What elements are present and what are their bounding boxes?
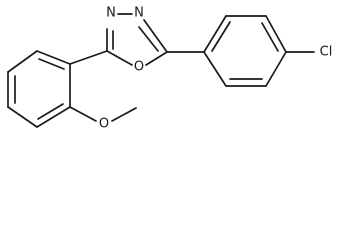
- bond-n4-c5-double: [138, 26, 159, 52]
- bond-o-methyl: [111, 107, 137, 122]
- phenyl-bond-1: [36, 50, 71, 65]
- phenyl-bond-5: [36, 106, 71, 128]
- bond-c2-ring: [69, 50, 108, 65]
- atom-label-o1: O: [134, 60, 144, 75]
- phenyl-bond-1-inner: [38, 58, 65, 70]
- atom-label-n3: N: [106, 6, 116, 21]
- bond-n4-c5: [143, 19, 168, 53]
- atom-label-cl: Cl: [320, 45, 333, 60]
- oxadiazole-ring: [106, 13, 168, 66]
- chlorophenyl-bond-3-inner: [261, 22, 279, 52]
- phenyl-bond-4: [7, 106, 38, 128]
- chemical-structure-diagram: N N O O Cl: [7, 6, 332, 132]
- bond-ring-o-methoxy: [69, 106, 97, 122]
- chlorophenyl-bond-3: [265, 15, 287, 53]
- methoxyphenyl-group: [7, 50, 137, 128]
- chlorophenyl-bond-4: [265, 51, 287, 87]
- chlorophenyl-bond-1: [203, 15, 227, 53]
- atom-label-n4: N: [134, 6, 144, 21]
- phenyl-bond-2: [7, 50, 38, 73]
- phenyl-bond-5-inner: [37, 103, 64, 120]
- chlorophenyl-bond-6: [203, 51, 227, 87]
- atom-labels: N N O O Cl: [99, 6, 332, 132]
- chlorophenyl-bond-1-inner: [211, 21, 231, 52]
- bond-o1-c2: [106, 50, 133, 66]
- bond-c5-o1: [145, 51, 168, 66]
- atom-label-o-methoxy: O: [99, 117, 109, 132]
- chlorophenyl-group: [166, 15, 315, 87]
